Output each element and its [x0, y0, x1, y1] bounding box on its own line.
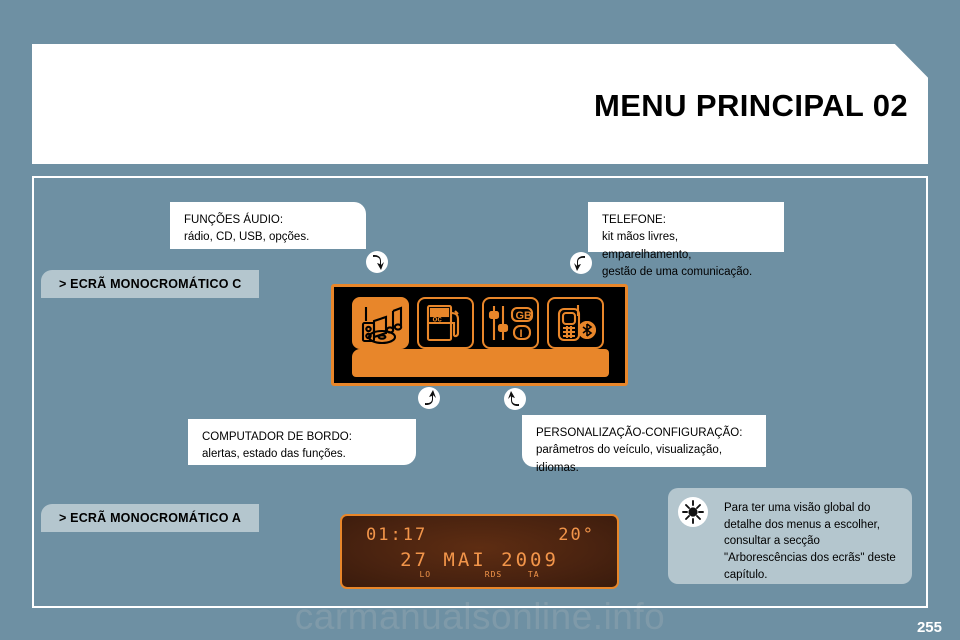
svg-text:oc: oc [433, 315, 443, 324]
lcd-temperature: 20° [558, 525, 595, 545]
callout-audio: FUNÇÕES ÁUDIO: rádio, CD, USB, opções. [170, 202, 366, 249]
monochrome-screen-c: oc GB I [331, 284, 628, 386]
lcd-time: 01:17 [366, 525, 428, 545]
tip-text: Para ter uma visão global do detalhe dos… [724, 502, 896, 581]
screen-c-icon-row: oc GB I [352, 297, 604, 349]
callout-personalizacao-line2: idiomas. [536, 461, 579, 474]
callout-audio-detail: rádio, CD, USB, opções. [184, 231, 310, 244]
phone-bluetooth-icon[interactable] [547, 297, 604, 349]
curved-arrow-up-left-icon [504, 388, 526, 410]
callout-computador-detail: alertas, estado das funções. [202, 448, 346, 461]
callout-computador: COMPUTADOR DE BORDO: alertas, estado das… [188, 419, 416, 465]
lcd-status-flags: LO RDS TA [342, 570, 617, 579]
curved-arrow-down-icon [366, 251, 388, 273]
callout-personalizacao-title: PERSONALIZAÇÃO-CONFIGURAÇÃO: [536, 427, 743, 439]
lcd-date: 27 MAI 2009 [400, 549, 559, 571]
lcd-flag-lo: LO [419, 570, 432, 579]
callout-personalizacao: PERSONALIZAÇÃO-CONFIGURAÇÃO: parâmetros … [522, 415, 766, 474]
callout-telefone-line1: kit mãos livres, emparelhamento, [602, 231, 692, 261]
section-tab-screen-a[interactable]: > ECRÃ MONOCROMÁTICO A [41, 504, 259, 532]
watermark: carmanualsonline.info [294, 596, 666, 637]
callout-telefone-title: TELEFONE: [602, 214, 666, 226]
callout-telefone: TELEFONE: kit mãos livres, emparelhament… [588, 202, 784, 278]
lcd-flag-rds: RDS [484, 570, 503, 579]
callout-telefone-line2: gestão de uma comunicação. [602, 265, 753, 278]
callout-personalizacao-line1: parâmetros do veículo, visualização, [536, 444, 723, 457]
settings-sliders-icon[interactable]: GB I [482, 297, 539, 349]
page-title: MENU PRINCIPAL 02 [594, 88, 908, 123]
monochrome-screen-a: 01:17 20° 27 MAI 2009 LO RDS TA [340, 514, 619, 589]
section-tab-screen-c[interactable]: > ECRÃ MONOCROMÁTICO C [41, 270, 259, 298]
callout-computador-title: COMPUTADOR DE BORDO: [202, 431, 352, 443]
lcd-flag-ta: TA [527, 570, 540, 579]
svg-text:I: I [520, 328, 523, 340]
tip-box: Para ter uma visão global do detalhe dos… [668, 488, 912, 584]
callout-audio-title: FUNÇÕES ÁUDIO: [184, 214, 284, 226]
curved-arrow-up-icon [418, 387, 440, 409]
page-number: 255 [916, 619, 942, 636]
svg-text:GB: GB [516, 310, 533, 322]
screen-c-bottom-bar [352, 349, 609, 377]
curved-arrow-down-left-icon [570, 252, 592, 274]
audio-icon[interactable] [352, 297, 409, 349]
content-frame [32, 176, 928, 608]
fuel-pump-icon[interactable]: oc [417, 297, 474, 349]
lightbulb-icon [678, 497, 708, 527]
header-banner [32, 44, 928, 164]
